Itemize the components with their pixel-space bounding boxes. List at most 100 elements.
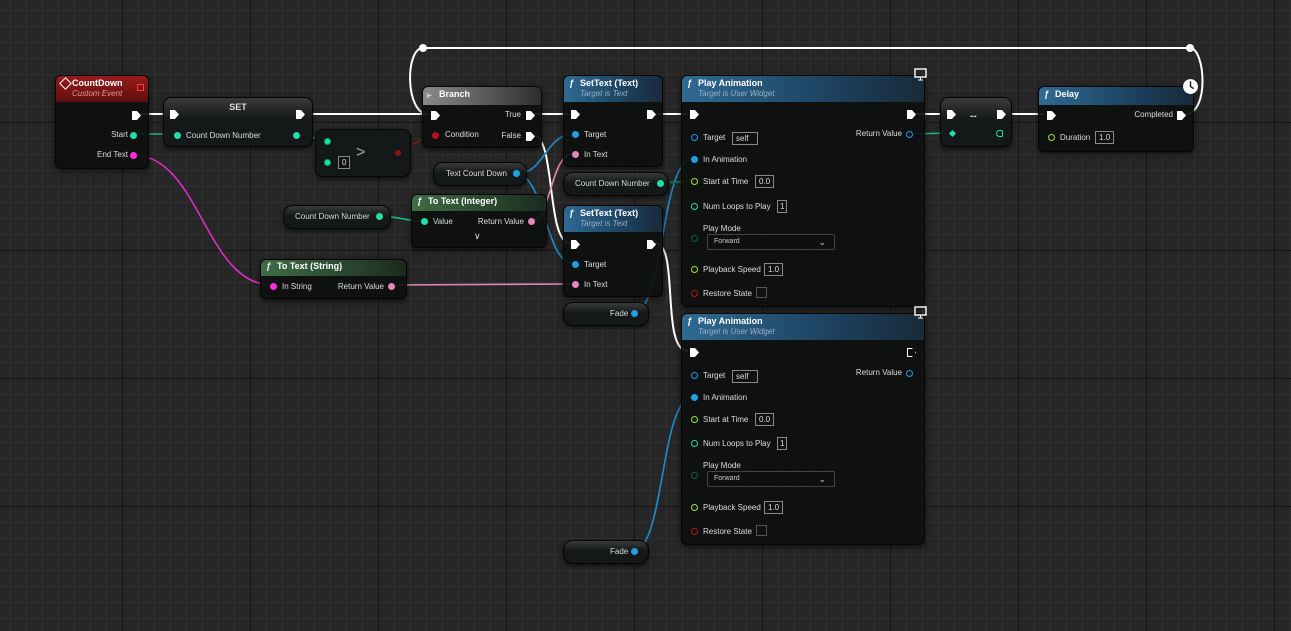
delay-completed-out[interactable] — [1177, 111, 1186, 120]
set-exec-out[interactable] — [296, 110, 305, 119]
branch-true-out[interactable] — [526, 111, 535, 120]
play-anim-1-target-value[interactable]: self — [732, 132, 758, 145]
set-value-in-pin[interactable] — [174, 132, 181, 139]
event-icon — [59, 77, 72, 90]
play-anim-2-play-mode-dropdown[interactable]: Forward ⌄ — [707, 471, 835, 487]
play-anim-2-target-value[interactable]: self — [732, 370, 758, 383]
text-count-down-getter[interactable]: Text Count Down — [433, 162, 527, 186]
count-down-number-pin-1[interactable] — [376, 213, 383, 220]
play-anim-1-header: ƒ Play Animation Target is User Widget — [682, 76, 924, 102]
bind-delegate-out-pin[interactable] — [996, 130, 1003, 137]
reroute-knot[interactable] — [419, 44, 427, 52]
bind-exec-in[interactable] — [947, 110, 956, 119]
settext-1-target-pin[interactable] — [572, 131, 579, 138]
branch-condition-pin[interactable] — [432, 132, 439, 139]
fade-pin-2[interactable] — [631, 548, 638, 555]
fade-pin-1[interactable] — [631, 310, 638, 317]
delay-exec-in[interactable] — [1047, 111, 1056, 120]
play-anim-1-start-time-pin[interactable] — [691, 178, 698, 185]
play-anim-2-play-mode-pin[interactable] — [691, 472, 698, 479]
branch-node[interactable]: ⫦ Branch True Condition False — [422, 86, 542, 148]
settext-2-exec-in[interactable] — [571, 240, 580, 249]
play-anim-2-target-pin[interactable] — [691, 372, 698, 379]
play-anim-2-restore-state-checkbox[interactable] — [756, 525, 767, 536]
play-anim-1-play-mode-dropdown[interactable]: Forward ⌄ — [707, 234, 835, 250]
bind-exec-out[interactable] — [997, 110, 1006, 119]
play-anim-1-restore-state-checkbox[interactable] — [756, 287, 767, 298]
set-value-out-pin[interactable] — [293, 132, 300, 139]
delay-node[interactable]: ƒ Delay Completed Duration 1.0 — [1038, 79, 1198, 152]
play-anim-2-exec-out[interactable] — [907, 348, 916, 357]
bind-in-pin[interactable] — [948, 129, 957, 138]
play-anim-2-start-time-pin[interactable] — [691, 416, 698, 423]
delay-duration-value[interactable]: 1.0 — [1095, 131, 1115, 144]
play-anim-2-exec-in[interactable] — [690, 348, 699, 357]
branch-false-out[interactable] — [526, 132, 535, 141]
compare-node[interactable]: 0 > — [315, 129, 411, 177]
play-anim-1-restore-state-pin[interactable] — [691, 290, 698, 297]
compare-a-pin[interactable] — [324, 138, 331, 145]
delay-duration-pin[interactable] — [1048, 134, 1055, 141]
play-anim-1-in-animation-pin[interactable] — [691, 156, 698, 163]
settext-1-exec-out[interactable] — [647, 110, 656, 119]
settext-2-target-pin[interactable] — [572, 261, 579, 268]
fade-getter-1[interactable]: Fade — [563, 302, 649, 326]
chevron-down-icon[interactable]: ∨ — [474, 231, 481, 241]
fade-getter-2[interactable]: Fade — [563, 540, 649, 564]
count-down-number-pin-2[interactable] — [657, 180, 664, 187]
play-anim-1-playback-speed-pin[interactable] — [691, 266, 698, 273]
compare-b-pin[interactable] — [324, 159, 331, 166]
play-anim-1-num-loops-pin[interactable] — [691, 203, 698, 210]
play-anim-1-playback-speed-value[interactable]: 1.0 — [764, 263, 784, 276]
play-anim-2-return-pin[interactable] — [906, 370, 913, 377]
play-anim-2-start-time-value[interactable]: 0.0 — [755, 413, 775, 426]
play-anim-2-header: ƒ Play Animation Target is User Widget — [682, 314, 924, 340]
play-anim-1-return-pin[interactable] — [906, 131, 913, 138]
end-text-pin[interactable] — [130, 152, 137, 159]
delegate-pin-icon[interactable] — [137, 84, 144, 91]
branch-exec-in[interactable] — [431, 111, 440, 120]
count-down-number-getter-1[interactable]: Count Down Number — [283, 205, 391, 229]
play-anim-1-play-mode-pin[interactable] — [691, 235, 698, 242]
to-text-integer-value-pin[interactable] — [421, 218, 428, 225]
play-anim-2-in-animation-pin[interactable] — [691, 394, 698, 401]
play-anim-2-num-loops-value[interactable]: 1 — [777, 437, 788, 450]
text-count-down-pin[interactable] — [513, 170, 520, 177]
play-anim-1-num-loops-value[interactable]: 1 — [777, 200, 788, 213]
to-text-integer-node[interactable]: ƒ To Text (Integer) Value Return Value ∨ — [411, 194, 547, 248]
set-node[interactable]: SET Count Down Number — [163, 97, 313, 147]
play-anim-2-playback-speed-pin[interactable] — [691, 504, 698, 511]
play-anim-2-num-loops-pin[interactable] — [691, 440, 698, 447]
reroute-knot[interactable] — [1186, 44, 1194, 52]
bind-event-node[interactable]: -- — [940, 97, 1012, 147]
settext-2-intext-pin[interactable] — [572, 281, 579, 288]
play-animation-node-1[interactable]: ƒ Play Animation Target is User Widget T… — [681, 68, 927, 307]
play-anim-1-exec-out[interactable] — [907, 110, 916, 119]
delay-duration-label: Duration — [1060, 133, 1091, 142]
play-anim-1-exec-in[interactable] — [690, 110, 699, 119]
countdown-event-node[interactable]: CountDown Custom Event Start End Text — [55, 75, 149, 169]
set-exec-in[interactable] — [170, 110, 179, 119]
settext-1-intext-label: In Text — [584, 150, 608, 159]
settext-node-1[interactable]: ƒ SetText (Text) Target is Text Target I… — [563, 75, 663, 167]
play-anim-2-playback-speed-value[interactable]: 1.0 — [764, 501, 784, 514]
play-anim-1-playback-speed-label: Playback Speed — [703, 265, 761, 274]
settext-1-exec-in[interactable] — [571, 110, 580, 119]
start-pin[interactable] — [130, 132, 137, 139]
to-text-string-return-pin[interactable] — [388, 283, 395, 290]
settext-2-exec-out[interactable] — [647, 240, 656, 249]
compare-b-value[interactable]: 0 — [338, 156, 351, 169]
monitor-icon — [914, 68, 927, 81]
play-animation-node-2[interactable]: ƒ Play Animation Target is User Widget T… — [681, 306, 927, 545]
play-anim-1-start-time-value[interactable]: 0.0 — [755, 175, 775, 188]
play-anim-1-target-pin[interactable] — [691, 134, 698, 141]
exec-out-pin[interactable] — [132, 111, 141, 120]
compare-out-pin[interactable] — [395, 150, 401, 156]
count-down-number-getter-2[interactable]: Count Down Number — [563, 172, 669, 196]
play-anim-2-restore-state-pin[interactable] — [691, 528, 698, 535]
settext-1-intext-pin[interactable] — [572, 151, 579, 158]
to-text-integer-return-pin[interactable] — [528, 218, 535, 225]
to-text-string-in-pin[interactable] — [270, 283, 277, 290]
to-text-string-node[interactable]: ƒ To Text (String) In String Return Valu… — [260, 259, 407, 299]
settext-node-2[interactable]: ƒ SetText (Text) Target is Text Target I… — [563, 205, 663, 297]
